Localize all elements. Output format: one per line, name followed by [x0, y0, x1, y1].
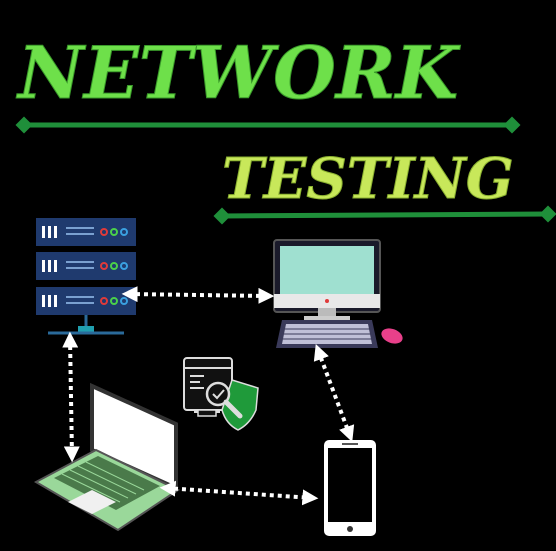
title-divider-bottom	[213, 205, 556, 225]
smartphone-icon	[324, 440, 376, 536]
arrow-server-laptop	[62, 331, 80, 463]
server-unit	[36, 218, 136, 246]
arrow-server-desktop	[121, 286, 275, 304]
server-unit	[36, 252, 136, 280]
server-rack-icon	[36, 218, 136, 335]
title-divider-top	[15, 116, 521, 134]
connection-arrows	[62, 286, 355, 506]
desktop-computer-icon	[273, 239, 403, 348]
server-unit	[36, 287, 136, 315]
security-scan-icon	[183, 357, 259, 431]
keyboard-icon	[276, 320, 378, 348]
arrow-desktop-phone	[313, 344, 355, 442]
title-testing: TESTING	[222, 146, 514, 212]
mouse-icon	[381, 328, 403, 344]
arrow-laptop-phone	[159, 480, 319, 506]
title-network: NETWORK	[16, 30, 461, 115]
laptop-icon	[33, 382, 181, 532]
